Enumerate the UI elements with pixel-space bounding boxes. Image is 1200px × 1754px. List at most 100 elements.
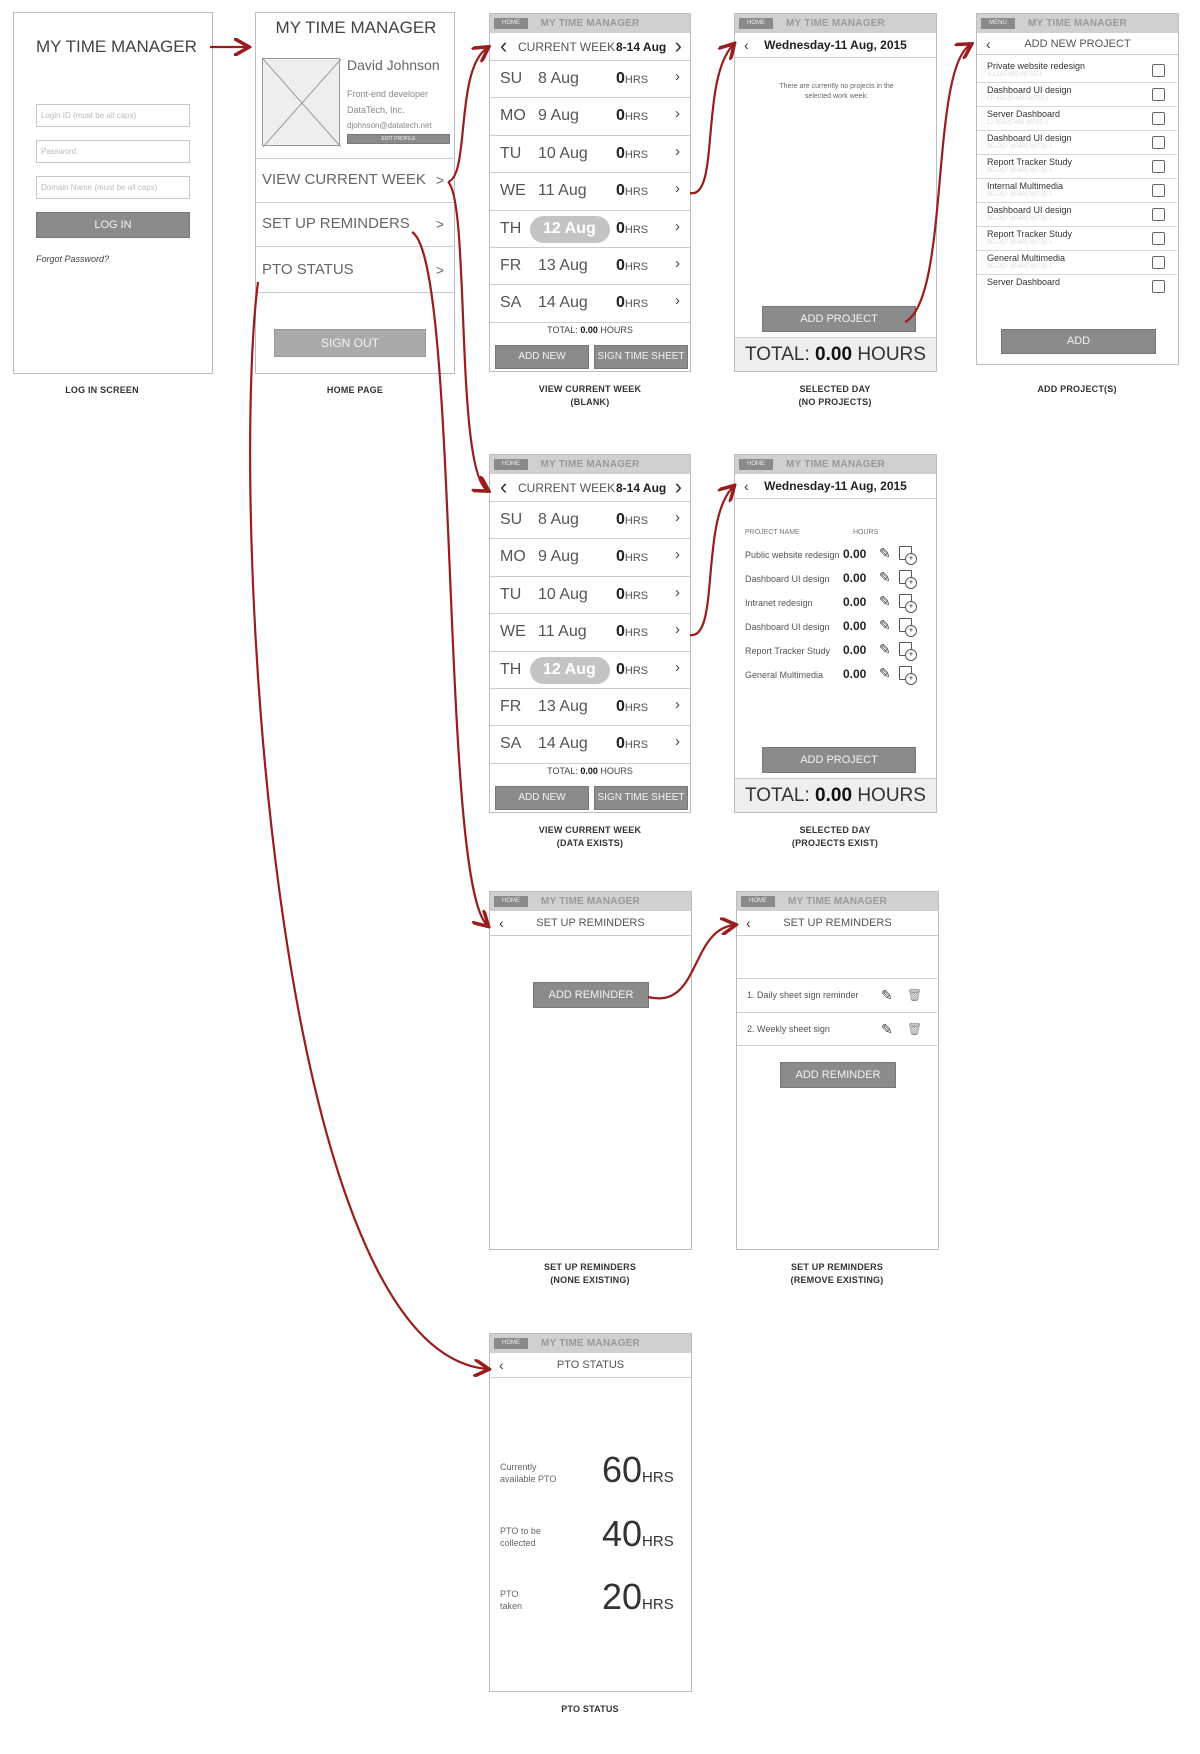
checkbox[interactable] — [1152, 256, 1165, 269]
reminder-item[interactable]: 2. Weekly sheet sign✎🗑 — [737, 1012, 937, 1046]
next-week-icon[interactable]: › — [674, 474, 682, 499]
home-button[interactable]: HOME — [494, 459, 528, 470]
checkbox[interactable] — [1152, 136, 1165, 149]
sign-out-button[interactable]: SIGN OUT — [274, 329, 426, 357]
back-icon[interactable]: ‹ — [499, 915, 504, 931]
chevron-right-icon[interactable]: › — [675, 105, 680, 123]
checkbox[interactable] — [1152, 160, 1165, 173]
menu-pto-status[interactable]: PTO STATUS> — [256, 246, 454, 293]
chevron-right-icon[interactable]: › — [675, 254, 680, 272]
checkbox[interactable] — [1152, 112, 1165, 125]
menu-button[interactable]: MENU — [981, 18, 1015, 29]
edit-profile-button[interactable]: EDIT PROFILE — [347, 134, 450, 144]
add-time-icon[interactable] — [899, 666, 917, 685]
add-time-icon[interactable] — [899, 546, 917, 565]
back-icon[interactable]: ‹ — [744, 37, 749, 53]
edit-pencil-icon[interactable]: ✎ — [881, 987, 893, 1003]
chevron-right-icon[interactable]: › — [675, 621, 680, 639]
trash-icon[interactable]: 🗑 — [907, 988, 923, 1002]
chevron-right-icon[interactable]: › — [675, 546, 680, 564]
add-time-icon[interactable] — [899, 594, 917, 613]
project-check-row[interactable]: Server Dashboard — [977, 275, 1177, 293]
add-button[interactable]: ADD — [1001, 329, 1156, 354]
chevron-right-icon[interactable]: › — [675, 68, 680, 85]
edit-pencil-icon[interactable]: ✎ — [879, 641, 891, 657]
add-time-icon[interactable] — [899, 642, 917, 661]
login-button[interactable]: LOG IN — [36, 212, 190, 238]
chevron-right-icon[interactable]: › — [675, 733, 680, 751]
checkbox[interactable] — [1152, 184, 1165, 197]
login-id-field[interactable]: Login ID (must be all caps) — [36, 104, 190, 127]
edit-pencil-icon[interactable]: ✎ — [881, 1021, 893, 1037]
home-button[interactable]: HOME — [739, 18, 773, 29]
trash-icon[interactable]: 🗑 — [907, 1022, 923, 1036]
chevron-right-icon[interactable]: › — [675, 583, 680, 601]
add-new-project-button[interactable]: ADD NEW PROJECT — [495, 345, 589, 369]
back-icon[interactable]: ‹ — [744, 478, 749, 494]
add-reminder-button[interactable]: ADD REMINDER — [780, 1062, 896, 1088]
chevron-right-icon[interactable]: › — [675, 292, 680, 310]
edit-pencil-icon[interactable]: ✎ — [879, 593, 891, 609]
home-button[interactable]: HOME — [494, 18, 528, 29]
checkbox[interactable] — [1152, 64, 1165, 77]
home-button[interactable]: HOME — [739, 459, 773, 470]
home-button[interactable]: HOME — [494, 896, 528, 907]
add-project-button[interactable]: ADD PROJECT — [762, 747, 916, 773]
prev-week-icon[interactable]: ‹ — [500, 33, 508, 58]
menu-set-up-reminders[interactable]: SET UP REMINDERS> — [256, 202, 454, 246]
home-button[interactable]: HOME — [494, 1338, 528, 1349]
edit-pencil-icon[interactable]: ✎ — [879, 569, 891, 585]
reminder-item[interactable]: 1. Daily sheet sign reminder✎🗑 — [737, 978, 937, 1012]
add-time-icon[interactable] — [899, 570, 917, 589]
edit-pencil-icon[interactable]: ✎ — [879, 665, 891, 681]
sign-time-sheet-button[interactable]: SIGN TIME SHEET — [594, 786, 688, 810]
add-reminder-button[interactable]: ADD REMINDER — [533, 982, 649, 1008]
add-project-button[interactable]: ADD PROJECT — [762, 306, 916, 332]
password-field[interactable]: Password — [36, 140, 190, 163]
home-button[interactable]: HOME — [741, 896, 775, 907]
back-icon[interactable]: ‹ — [746, 915, 751, 931]
checkbox[interactable] — [1152, 88, 1165, 101]
add-time-icon[interactable] — [899, 618, 917, 637]
chevron-right-icon[interactable]: › — [675, 695, 680, 713]
chevron-right-icon[interactable]: › — [675, 509, 680, 526]
next-week-icon[interactable]: › — [674, 33, 682, 58]
edit-pencil-icon[interactable]: ✎ — [879, 617, 891, 633]
menu-view-current-week[interactable]: VIEW CURRENT WEEK> — [256, 158, 454, 202]
edit-pencil-icon[interactable]: ✎ — [879, 545, 891, 561]
back-icon[interactable]: ‹ — [986, 36, 991, 52]
checkbox[interactable] — [1152, 232, 1165, 245]
back-icon[interactable]: ‹ — [499, 1357, 504, 1373]
domain-field[interactable]: Domain Name (must be all caps) — [36, 176, 190, 199]
sign-time-sheet-button[interactable]: SIGN TIME SHEET — [594, 345, 688, 369]
forgot-password-link[interactable]: Forgot Password? — [36, 254, 110, 264]
